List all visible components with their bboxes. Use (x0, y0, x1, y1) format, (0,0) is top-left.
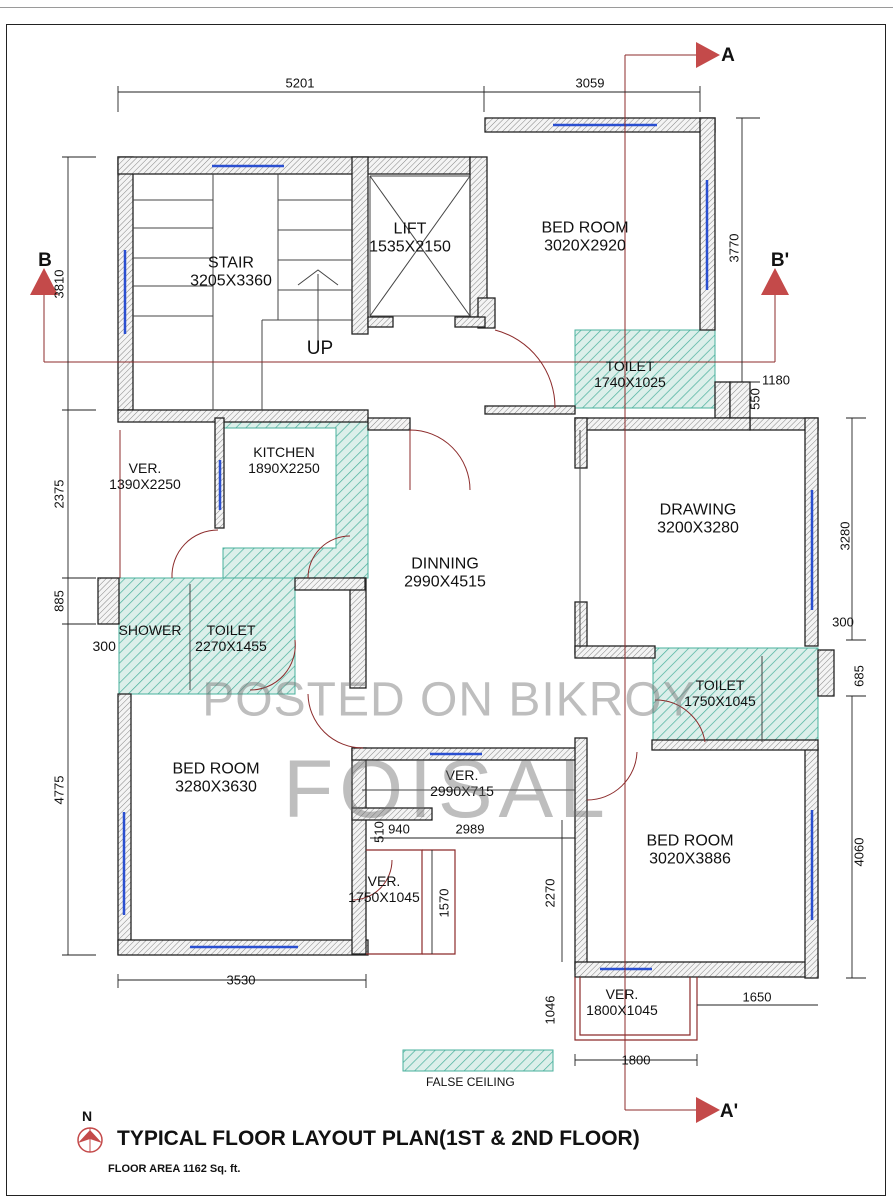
room-drawing: DRAWING 3200X3280 (657, 502, 739, 539)
room-name: VER. (445, 766, 479, 783)
north-arrow-icon (77, 1127, 103, 1153)
dim-left-ver: 2375 (51, 479, 67, 509)
room-name: TOILET (206, 621, 256, 638)
room-name: DRAWING (659, 501, 737, 519)
door-swings (119, 329, 706, 901)
room-bed-top: BED ROOM 3020X2920 (541, 220, 628, 257)
room-size: 3020X2920 (544, 238, 626, 255)
dim-right-685: 685 (851, 665, 867, 687)
drawing-frame (6, 24, 886, 1196)
room-shower: SHOWER 300 (93, 621, 182, 654)
dim-right-bed: 3770 (726, 233, 742, 263)
room-size: 3020X3886 (649, 851, 731, 868)
dim-left-bed: 4775 (51, 775, 67, 805)
room-name: VER. (605, 985, 639, 1002)
section-mark-b: B (38, 250, 52, 271)
room-size: 1800X1045 (586, 1002, 658, 1018)
room-name: DINNING (411, 555, 479, 573)
dim-right-300: 300 (832, 614, 854, 630)
dim-top-left: 5201 (285, 75, 315, 91)
windows (122, 123, 814, 971)
section-mark-b-prime: B' (770, 250, 790, 271)
room-ver-bottom-right: VER. 1800X1045 (586, 986, 658, 1018)
floor-area: FLOOR AREA 1162 Sq. ft. (108, 1163, 241, 1175)
room-name: STAIR (208, 254, 254, 272)
dim-right-4060: 4060 (851, 837, 867, 867)
room-size: 1750X1045 (684, 693, 756, 709)
room-name: BED ROOM (541, 219, 629, 237)
room-name: BED ROOM (172, 760, 260, 778)
room-lift: LIFT 1535X2150 (369, 221, 451, 258)
room-stair: STAIR 3205X3360 (190, 255, 272, 292)
dimension-lines (62, 86, 866, 1066)
section-lines (43, 54, 776, 1111)
legend-label: FALSE CEILING (426, 1075, 515, 1089)
room-toilet-left: TOILET 2270X1455 (195, 622, 267, 654)
room-bed-right: BED ROOM 3020X3886 (646, 833, 733, 870)
room-size: 1390X2250 (109, 476, 181, 492)
room-toilet-top: TOILET 1740X1025 (594, 358, 666, 390)
dim-right-550: 550 (747, 388, 763, 410)
room-name: VER. (128, 459, 162, 476)
legend-swatch (402, 1049, 554, 1072)
dim-left-stair: 3810 (51, 269, 67, 299)
north-label: N (82, 1108, 93, 1124)
room-size: 2270X1455 (195, 638, 267, 654)
room-kitchen: KITCHEN 1890X2250 (248, 444, 320, 476)
section-mark-a: A (721, 45, 735, 66)
room-name: KITCHEN (253, 443, 315, 460)
room-sub-dim: 300 (92, 638, 116, 654)
room-name: TOILET (605, 357, 655, 374)
room-name: BED ROOM (646, 832, 734, 850)
room-size: 1535X2150 (369, 239, 451, 256)
room-ver-bottom-left: VER. 1750X1045 (348, 873, 420, 905)
top-rule (0, 7, 893, 8)
dim-510: 510 (371, 821, 387, 843)
plan-title: TYPICAL FLOOR LAYOUT PLAN(1ST & 2ND FLOO… (117, 1127, 640, 1150)
dim-bottom-1800: 1800 (621, 1052, 651, 1068)
dim-bottom-3530: 3530 (226, 972, 256, 988)
room-ver-left: VER. 1390X2250 (109, 460, 181, 492)
dim-top-right: 3059 (575, 75, 605, 91)
dim-1046: 1046 (542, 995, 558, 1025)
room-name: LIFT (393, 220, 427, 238)
room-dinning: DINNING 2990X4515 (404, 556, 486, 593)
dim-left-shower: 885 (51, 590, 67, 612)
balcony-outlines (366, 849, 698, 1041)
room-size: 3200X3280 (657, 520, 739, 537)
room-name: TOILET (695, 676, 745, 693)
room-size: 3205X3360 (190, 273, 272, 290)
dim-1570: 1570 (436, 888, 452, 918)
room-name: VER. (367, 872, 401, 889)
stair-up-label: UP (306, 338, 334, 360)
room-bed-left: BED ROOM 3280X3630 (172, 761, 259, 798)
room-size: 1750X1045 (348, 889, 420, 905)
section-mark-a-prime: A' (719, 1101, 739, 1122)
room-ver-mid: VER. 2990X715 (430, 767, 494, 799)
dim-bottom-1650: 1650 (742, 989, 772, 1005)
section-arrows (30, 42, 789, 1123)
dim-2989: 2989 (455, 821, 485, 837)
room-size: 1740X1025 (594, 374, 666, 390)
stair-and-lift-lines (133, 174, 763, 791)
room-size: 2990X4515 (404, 574, 486, 591)
dim-right-1180: 1180 (762, 372, 790, 388)
dim-right-drawing: 3280 (837, 521, 853, 551)
room-name: SHOWER (118, 621, 182, 638)
room-size: 1890X2250 (248, 460, 320, 476)
dim-940: 940 (388, 821, 410, 837)
room-size: 3280X3630 (175, 779, 257, 796)
room-size: 2990X715 (430, 783, 494, 799)
dim-2270: 2270 (542, 878, 558, 908)
room-toilet-right: TOILET 1750X1045 (684, 677, 756, 709)
